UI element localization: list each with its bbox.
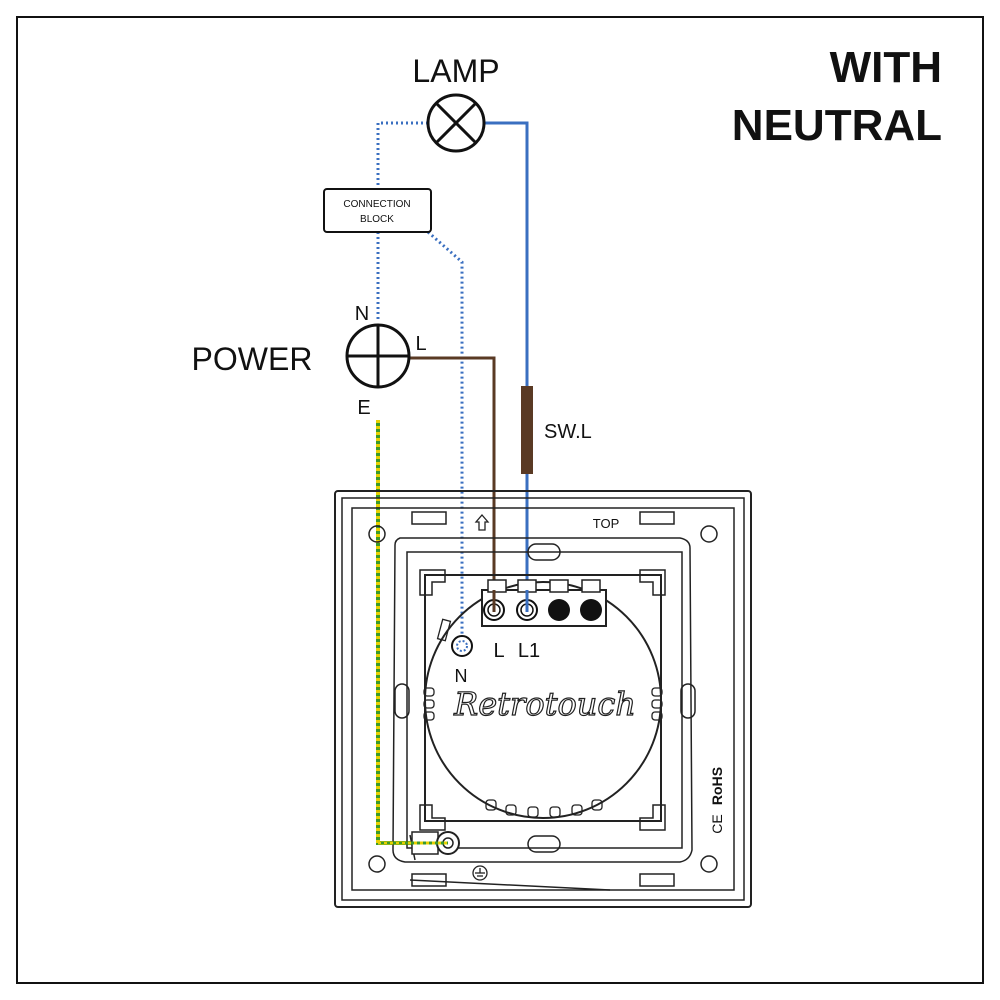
terminal-l-label: L: [493, 640, 504, 662]
connection-block: CONNECTION BLOCK: [323, 188, 432, 233]
diagram-border: [16, 16, 984, 984]
switched-live-label: SW.L: [544, 421, 592, 443]
connection-block-label-1: CONNECTION: [343, 199, 410, 210]
neutral-wire-lamp-to-block: [376, 121, 428, 190]
power-e-label: E: [357, 397, 370, 419]
terminal-l2-screw: [548, 599, 570, 621]
rohs-mark: RoHS: [709, 767, 725, 805]
terminal-l1-label: L1: [518, 640, 540, 662]
connection-block-label-2: BLOCK: [360, 214, 394, 225]
switched-live-wire: [484, 121, 529, 610]
power-n-label: N: [355, 303, 369, 325]
terminal-n-screw: [451, 635, 473, 657]
title-line-1: WITH: [830, 43, 942, 92]
up-arrow-icon: [474, 514, 490, 531]
power-label: POWER: [192, 341, 313, 377]
top-label: TOP: [593, 516, 620, 531]
earth-symbol-icon: [472, 865, 488, 881]
live-wire: [408, 356, 496, 610]
terminal-l3-screw: [580, 599, 602, 621]
title-line-2: NEUTRAL: [732, 101, 942, 150]
lamp-icon: [426, 93, 486, 153]
earth-wire-yellow: [376, 420, 452, 845]
terminal-n-label: N: [455, 666, 468, 686]
lamp-label: LAMP: [412, 53, 499, 89]
earth-wire-green: [376, 420, 452, 845]
power-l-label: L: [415, 333, 426, 355]
brand-logo-text: Retrotouch: [453, 685, 636, 723]
power-source-icon: [345, 323, 411, 389]
ce-mark: CE: [709, 814, 725, 833]
neutral-wire-block-to-switch: [427, 230, 464, 640]
switched-live-sleeve: [521, 386, 533, 474]
